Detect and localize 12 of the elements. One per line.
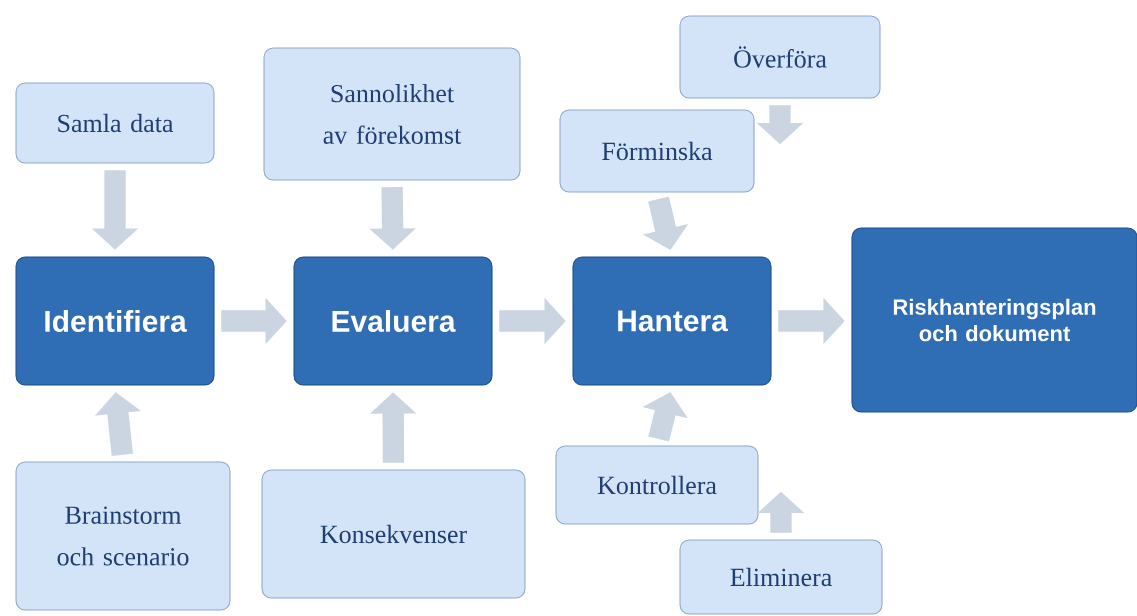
input-box: Brainstorm och scenario [15, 461, 231, 611]
process-box: Hantera [572, 256, 772, 386]
input-box: Sannolikhet av förekomst [263, 47, 521, 181]
process-box: Riskhanteringsplan och dokument [851, 227, 1137, 413]
input-box: Överföra [679, 15, 881, 99]
input-box: Förminska [559, 109, 755, 193]
input-box: Eliminera [679, 539, 883, 615]
process-box: Evaluera [293, 256, 493, 386]
input-box: Konsekvenser [261, 469, 526, 599]
process-box: Identifiera [15, 256, 215, 386]
input-box: Kontrollera [555, 445, 759, 525]
input-box: Samla data [15, 82, 215, 164]
